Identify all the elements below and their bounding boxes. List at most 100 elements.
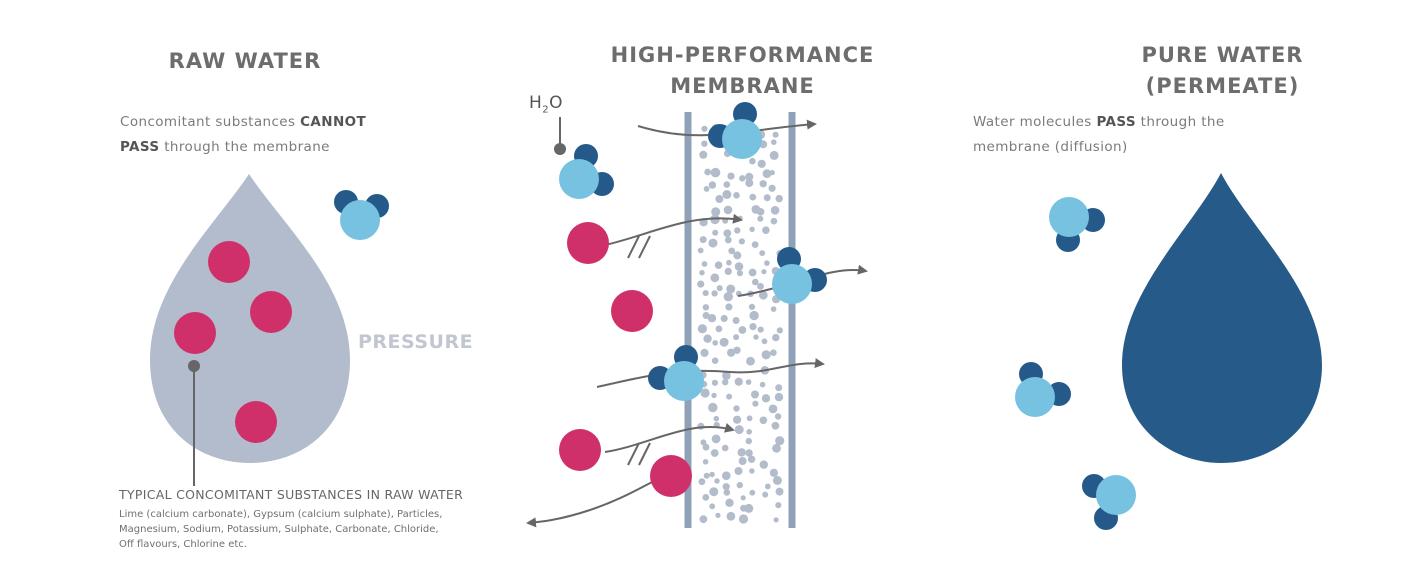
- membrane-pore-dot: [745, 437, 752, 445]
- membrane-pore-dot: [744, 503, 754, 513]
- membrane-pore-dot: [759, 416, 768, 425]
- membrane-pore-dot: [722, 471, 731, 481]
- membrane-pore-dot: [740, 495, 746, 501]
- membrane-pore-dot: [732, 317, 740, 324]
- membrane-pore-dot: [751, 390, 759, 399]
- membrane-pore-dot: [738, 238, 746, 245]
- membrane-pore-dot: [749, 226, 755, 232]
- water-molecule: [1049, 197, 1105, 252]
- membrane-pore-dot: [745, 179, 754, 187]
- membrane-pore-dot: [713, 415, 720, 422]
- h2o-sub: 2: [542, 104, 550, 116]
- membrane-pore-dot: [702, 459, 709, 465]
- membrane-pore-dot: [711, 392, 717, 399]
- membrane-pore-dot: [704, 168, 712, 176]
- membrane-pore-dot: [726, 393, 733, 400]
- desc-text: through the membrane (diffusion): [973, 114, 1225, 155]
- membrane-pore-dot: [773, 517, 779, 523]
- membrane-pore-dot: [746, 415, 753, 422]
- membrane-pore-dot: [733, 405, 740, 412]
- membrane-walls: [684, 112, 796, 528]
- desc-text: Concomitant substances: [120, 114, 301, 130]
- raw-water-title: RAW WATER: [168, 49, 322, 73]
- membrane-pore-dot: [762, 226, 770, 234]
- membrane-pore-dot: [758, 290, 768, 300]
- membrane-pore-dot: [722, 371, 731, 381]
- raw-water-description: Concomitant substances CANNOT PASS throu…: [120, 110, 390, 160]
- membrane-pore-dot: [775, 384, 783, 392]
- desc-emphasis: CANNOT PASS: [120, 114, 367, 155]
- membrane-pore-dot: [723, 181, 731, 188]
- membrane-pore-dot: [762, 169, 772, 179]
- membrane-pore-dot: [772, 333, 780, 342]
- substance-particle: [611, 290, 653, 332]
- membrane-pore-dot: [697, 247, 704, 254]
- membrane-pore-dot: [734, 377, 743, 386]
- membrane-pore-dot: [763, 194, 771, 202]
- membrane-pore-dot: [756, 208, 765, 216]
- pressure-label: PRESSURE: [358, 331, 474, 353]
- membrane-pore-dot: [707, 314, 717, 323]
- membrane-pore-dot: [768, 184, 776, 192]
- membrane-pore-dot: [761, 338, 768, 345]
- membrane-pore-dot: [715, 195, 724, 203]
- water-molecule: [772, 247, 827, 304]
- h2o-h: H: [529, 93, 543, 113]
- membrane-pore-dot: [733, 251, 742, 260]
- typical-substances-title: TYPICAL CONCOMITANT SUBSTANCES IN RAW WA…: [119, 487, 464, 502]
- raw-water-drop: [150, 174, 350, 463]
- membrane-pore-dot: [725, 303, 733, 311]
- membrane-pore-dot: [762, 491, 769, 498]
- membrane-pore-dot: [726, 511, 736, 521]
- membrane-pore-dot: [700, 348, 709, 357]
- membrane-pore-dot: [775, 502, 782, 509]
- membrane-pore-dot: [723, 205, 733, 215]
- membrane-pore-dot: [715, 512, 721, 519]
- membrane-pore-dot: [775, 194, 783, 203]
- membrane-pore-dot: [734, 467, 743, 475]
- membrane-pores: [697, 124, 785, 524]
- membrane-pore-dot: [775, 487, 784, 496]
- membrane-pore-dot: [775, 436, 785, 446]
- arrow-blocked-upper: [604, 213, 743, 246]
- membrane-pore-dot: [745, 172, 754, 181]
- membrane-pore-dot: [723, 292, 733, 302]
- membrane-pore-dot: [738, 326, 747, 334]
- substance-particle: [559, 429, 601, 471]
- h2o-label: H2O: [529, 93, 563, 115]
- membrane-pore-dot: [734, 227, 741, 234]
- membrane-pore-dot: [703, 472, 710, 479]
- membrane-pore-dot: [726, 259, 732, 266]
- membrane-pore-dot: [702, 443, 710, 451]
- membrane-pore-dot: [749, 193, 757, 201]
- membrane-pore-dot: [709, 471, 715, 478]
- membrane-pore-dot: [700, 439, 707, 446]
- membrane-pore-dot: [708, 181, 717, 189]
- membrane-pore-dot: [759, 180, 767, 188]
- membrane-pore-dot: [759, 381, 766, 388]
- pure-water-description: Water molecules PASS through the membran…: [973, 110, 1263, 160]
- membrane-pore-dot: [736, 481, 743, 489]
- membrane-pore-dot: [699, 150, 708, 159]
- membrane-pore-dot: [757, 159, 766, 168]
- membrane-pore-dot: [770, 217, 778, 225]
- substances-callout: [188, 360, 200, 486]
- membrane-pore-dot: [724, 267, 732, 275]
- membrane-pore-dot: [757, 283, 764, 290]
- membrane-pore-dot: [714, 261, 723, 270]
- membrane-pore-dot: [746, 429, 752, 435]
- membrane-pore-dot: [703, 186, 710, 192]
- membrane-pore-dot: [748, 268, 757, 277]
- pure-water-title: PURE WATER (PERMEATE): [1100, 40, 1345, 102]
- membrane-pore-dot: [753, 334, 759, 340]
- membrane-pore-dot: [759, 250, 766, 256]
- membrane-pore-dot: [709, 503, 716, 510]
- desc-emphasis: PASS: [1096, 114, 1136, 130]
- membrane-pore-dot: [774, 413, 782, 420]
- membrane-pore-dot: [711, 290, 718, 297]
- h2o-o: O: [549, 93, 564, 113]
- membrane-pore-dot: [770, 349, 777, 357]
- membrane-pore-dot: [720, 314, 728, 323]
- membrane-pore-dot: [698, 478, 706, 486]
